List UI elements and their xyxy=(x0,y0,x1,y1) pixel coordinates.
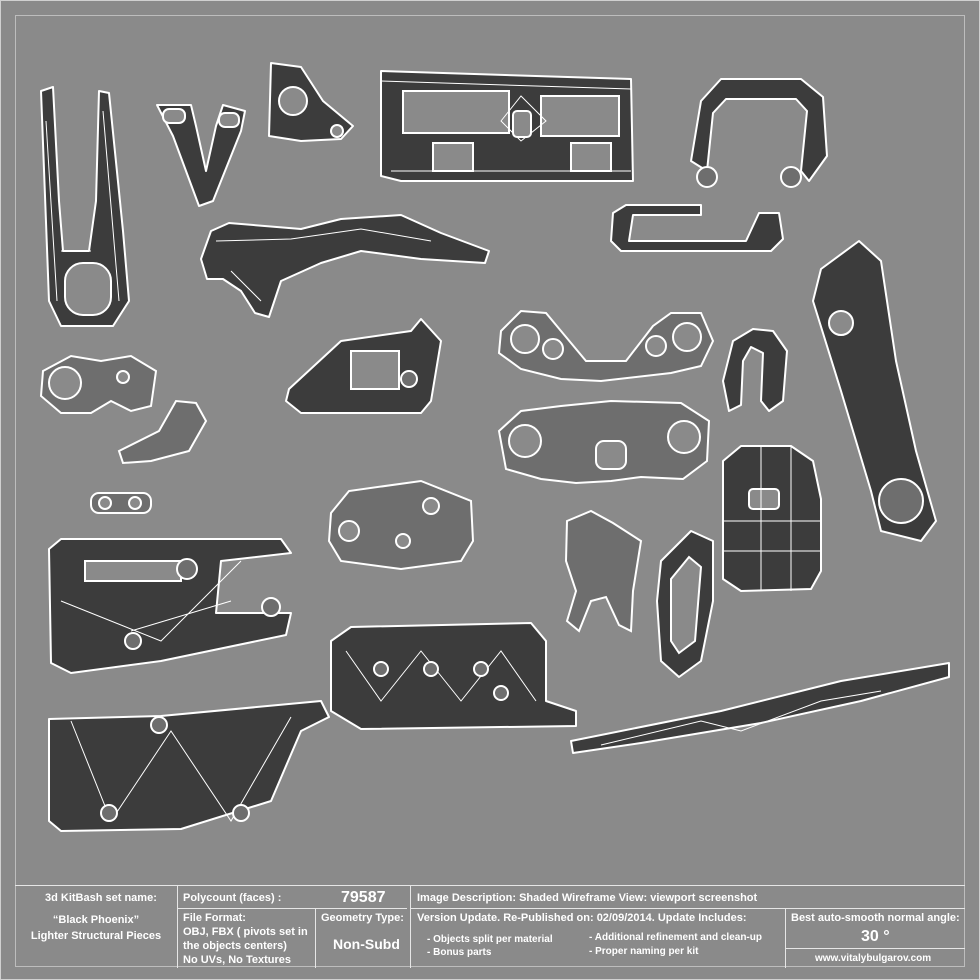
col-divider xyxy=(315,908,316,968)
version-update: Version Update. Re-Published on: 02/09/2… xyxy=(417,912,747,924)
part-tiny-link xyxy=(90,492,152,514)
part-eye-plate-bottom xyxy=(497,399,711,485)
part-tapered-clip xyxy=(656,530,714,678)
file-format-label: File Format: xyxy=(183,912,246,924)
part-long-arm xyxy=(812,240,937,542)
part-clip xyxy=(610,204,784,252)
polycount-value: 79587 xyxy=(341,889,386,906)
polycount-label: Polycount (faces) : xyxy=(183,892,282,904)
viewport-wireframe xyxy=(39,62,950,832)
divider xyxy=(177,908,407,909)
part-truss-plate xyxy=(330,622,577,730)
set-name-label: 3d KitBash set name: xyxy=(45,892,157,904)
geometry-type-value: Non-Subd xyxy=(333,936,400,952)
sheet-frame xyxy=(15,15,965,967)
part-mid-frame xyxy=(285,318,442,414)
set-name-subtitle: Lighter Structural Pieces xyxy=(30,930,162,942)
website-link[interactable]: www.vitalybulgarov.com xyxy=(815,953,932,964)
part-u-clip xyxy=(722,328,788,412)
part-ring-bracket xyxy=(39,354,158,414)
geometry-type-label: Geometry Type: xyxy=(321,912,404,924)
file-format-line2: the objects centers) xyxy=(183,940,287,952)
part-tall-fork xyxy=(40,86,130,327)
part-handle xyxy=(690,78,828,188)
update-item: - Proper naming per kit xyxy=(589,946,699,957)
update-item: - Bonus parts xyxy=(427,947,492,958)
smooth-angle-label: Best auto-smooth normal angle: xyxy=(791,912,960,924)
smooth-angle-value: 30 ° xyxy=(861,928,890,945)
part-truss-box xyxy=(48,538,292,674)
part-long-beam xyxy=(570,662,950,754)
part-triangle-plate xyxy=(268,62,354,142)
file-format-line1: OBJ, FBX ( pivots set in xyxy=(183,926,308,938)
col-divider xyxy=(410,886,411,968)
image-description: Image Description: Shaded Wireframe View… xyxy=(417,892,758,904)
file-format-line3: No UVs, No Textures xyxy=(183,954,291,966)
part-dark-box xyxy=(722,445,822,592)
info-table: 3d KitBash set name: “Black Phoenix” Lig… xyxy=(15,885,965,968)
col-divider xyxy=(177,886,178,968)
divider xyxy=(410,908,965,909)
update-item: - Additional refinement and clean-up xyxy=(589,932,762,943)
col-divider xyxy=(785,908,786,968)
set-name-title: “Black Phoenix” xyxy=(52,914,140,926)
part-curved-arm xyxy=(200,214,490,318)
divider xyxy=(785,948,965,949)
part-eye-plate-top xyxy=(497,309,715,383)
part-v-bracket xyxy=(156,104,246,207)
part-box-frame xyxy=(380,70,634,182)
part-fork-bracket xyxy=(564,509,643,633)
part-small-hook xyxy=(117,399,208,465)
part-long-truss xyxy=(48,700,330,832)
update-item: - Objects split per material xyxy=(427,934,553,945)
part-hole-block xyxy=(327,479,475,571)
